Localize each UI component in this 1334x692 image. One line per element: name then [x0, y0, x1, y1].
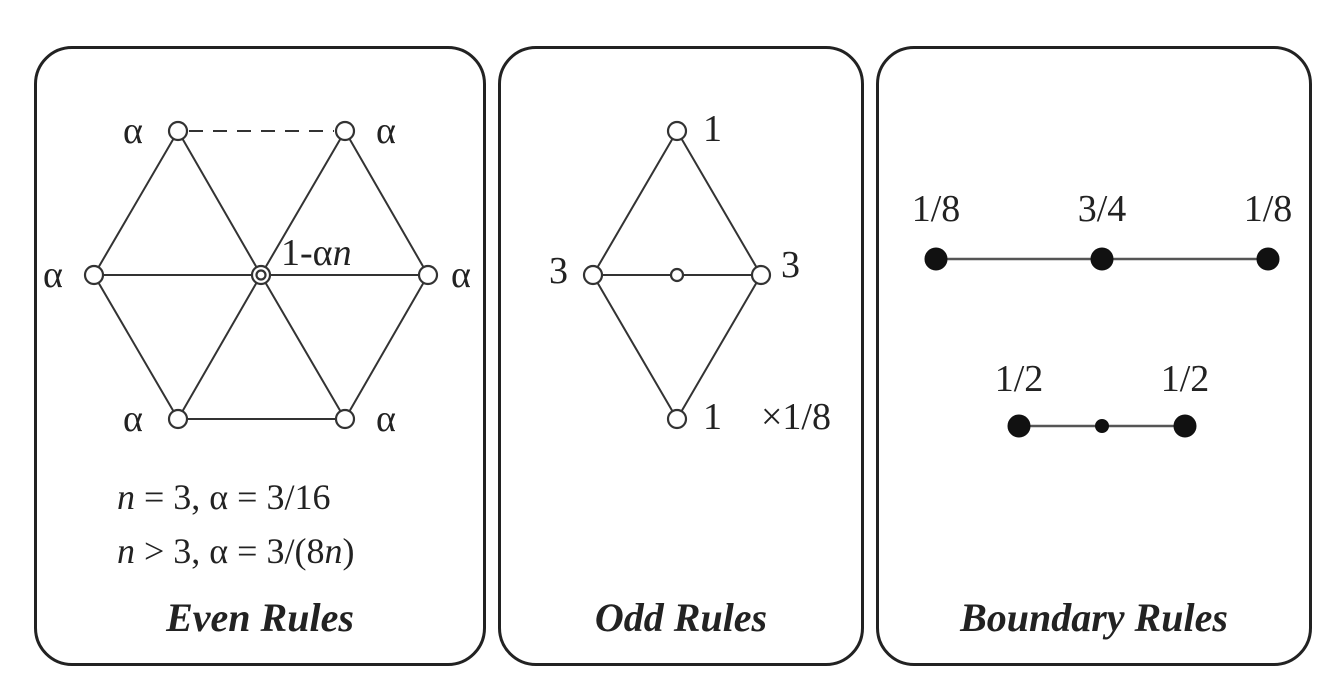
- weight-right: α: [451, 254, 471, 296]
- formula2-end: ): [342, 531, 354, 571]
- formula1-var: n: [117, 477, 135, 517]
- scale-factor: ×1/8: [761, 396, 831, 438]
- vertex-bottom-left: [167, 408, 189, 430]
- edge-top-to-left: [592, 130, 678, 276]
- weight-left: 3: [549, 250, 568, 292]
- boundary-row2-vertex-left: [1007, 414, 1031, 438]
- weight-center-var: n: [333, 232, 352, 274]
- edge-left-to-bottom: [592, 274, 678, 420]
- edge-top-left-to-left: [93, 130, 179, 276]
- spoke-top-right: [260, 130, 346, 276]
- odd-rules-panel: 1 3 3 1 ×1/8 Odd Rules: [498, 46, 864, 666]
- weight-top-left: α: [123, 110, 143, 152]
- even-rules-panel: α α α α α α 1-αn n = 3, α = 3/16 n > 3, …: [34, 46, 486, 666]
- edge-bottom-right-to-right: [344, 274, 429, 420]
- formula2-mid: > 3, α = 3/(8: [135, 531, 324, 571]
- boundary-row1-weight-center: 3/4: [1078, 188, 1127, 230]
- weight-center-prefix: 1-α: [281, 232, 333, 274]
- boundary-row2-weight-left: 1/2: [995, 358, 1044, 400]
- odd-rules-caption: Odd Rules: [594, 595, 768, 640]
- boundary-row1-weight-right: 1/8: [1244, 188, 1293, 230]
- edge-right-to-top-right: [344, 130, 429, 276]
- weight-top-right: α: [376, 110, 396, 152]
- vertex-right: [417, 264, 439, 286]
- vertex-right: [750, 264, 772, 286]
- boundary-row1-vertex-left: [924, 247, 948, 271]
- edge-right-to-bottom: [676, 274, 762, 420]
- edge-top-to-right: [676, 130, 762, 276]
- vertex-top: [666, 120, 688, 142]
- edge-left-to-bottom-left: [93, 274, 179, 420]
- weight-center: 1-αn: [281, 232, 352, 274]
- spoke-top-left: [177, 130, 262, 276]
- vertex-top-left: [167, 120, 189, 142]
- formula-n-greater-3: n > 3, α = 3/(8n): [117, 531, 354, 571]
- vertex-left: [582, 264, 604, 286]
- formula2-var2: n: [324, 531, 342, 571]
- boundary-row1-vertex-center: [1090, 247, 1114, 271]
- boundary-rules-caption: Boundary Rules: [960, 595, 1228, 640]
- boundary-row2-vertex-new: [1095, 419, 1109, 433]
- weight-bottom-left: α: [123, 398, 143, 440]
- even-rules-caption: Even Rules: [166, 595, 354, 640]
- weight-right: 3: [781, 244, 800, 286]
- boundary-row2-vertex-right: [1173, 414, 1197, 438]
- boundary-row2-weight-right: 1/2: [1161, 358, 1210, 400]
- vertex-new-odd: [669, 267, 685, 283]
- spoke-bottom-left: [177, 274, 262, 420]
- formula-n-equals-3: n = 3, α = 3/16: [117, 477, 330, 517]
- even-rules-diagram: α α α α α α 1-αn n = 3, α = 3/16 n > 3, …: [43, 110, 471, 571]
- weight-bottom: 1: [703, 396, 722, 438]
- boundary-rules-panel: 1/8 3/4 1/8 1/2 1/2 Boundary Rules: [876, 46, 1312, 666]
- vertex-bottom-right: [334, 408, 356, 430]
- formula2-var: n: [117, 531, 135, 571]
- boundary-row1-weight-left: 1/8: [912, 188, 961, 230]
- odd-rules-diagram: 1 3 3 1 ×1/8: [549, 108, 831, 438]
- weight-top: 1: [703, 108, 722, 150]
- formula1-rest: = 3, α = 3/16: [135, 477, 330, 517]
- boundary-row1-vertex-right: [1256, 247, 1280, 271]
- boundary-rules-diagram: 1/8 3/4 1/8 1/2 1/2: [912, 188, 1293, 438]
- vertex-top-right: [334, 120, 356, 142]
- vertex-center-inner: [255, 269, 267, 281]
- vertex-bottom: [666, 408, 688, 430]
- weight-left: α: [43, 254, 63, 296]
- spoke-bottom-right: [260, 274, 346, 420]
- vertex-left: [83, 264, 105, 286]
- weight-bottom-right: α: [376, 398, 396, 440]
